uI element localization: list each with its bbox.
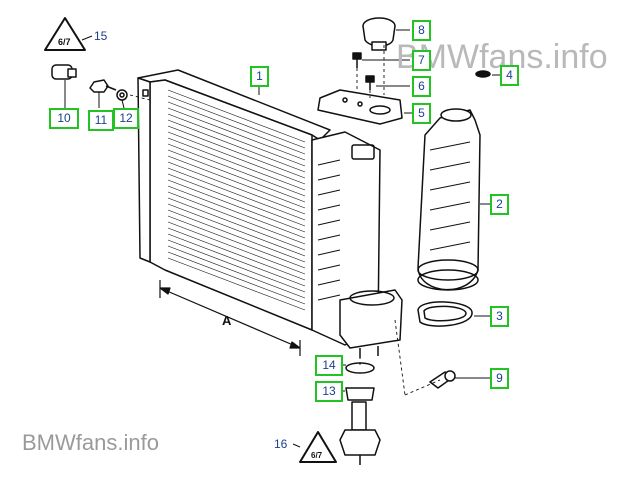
sensor-9 — [429, 370, 456, 389]
expansion-tank — [417, 108, 481, 291]
label-15: 15 — [94, 29, 108, 43]
dimension-line — [159, 280, 301, 356]
callout-13[interactable]: 13 — [315, 381, 343, 402]
callout-3[interactable]: 3 — [490, 306, 509, 327]
callout-7[interactable]: 7 — [412, 50, 431, 71]
ring-4 — [475, 70, 491, 78]
callout-8[interactable]: 8 — [412, 20, 431, 41]
callout-14[interactable]: 14 — [315, 355, 343, 376]
cap-8 — [362, 17, 396, 51]
info-triangle-16: 6/7 — [299, 431, 337, 463]
o-ring-3 — [417, 301, 473, 327]
callout-2[interactable]: 2 — [490, 194, 509, 215]
callout-6[interactable]: 6 — [412, 76, 431, 97]
svg-text:6/7: 6/7 — [311, 451, 323, 460]
dimension-label: A — [222, 313, 232, 328]
bottom-fittings — [339, 362, 381, 465]
callout-1[interactable]: 1 — [250, 66, 269, 87]
svg-text:6/7: 6/7 — [58, 37, 71, 47]
bracket-5 — [317, 89, 403, 125]
radiator-core — [137, 69, 403, 358]
info-triangle-15: 6/7 — [44, 17, 86, 51]
callout-4[interactable]: 4 — [500, 65, 519, 86]
label-16: 16 — [274, 437, 288, 451]
watermark-bottom: BMWfans.info — [22, 430, 159, 455]
leader-lines — [129, 45, 441, 396]
drain-parts — [51, 64, 128, 101]
callout-12[interactable]: 12 — [113, 108, 139, 129]
callout-11[interactable]: 11 — [88, 110, 114, 131]
callout-9[interactable]: 9 — [490, 368, 509, 389]
screws-6-7 — [352, 52, 375, 90]
callout-5[interactable]: 5 — [412, 103, 431, 124]
callout-10[interactable]: 10 — [49, 108, 79, 129]
callout-leaders — [64, 29, 500, 448]
